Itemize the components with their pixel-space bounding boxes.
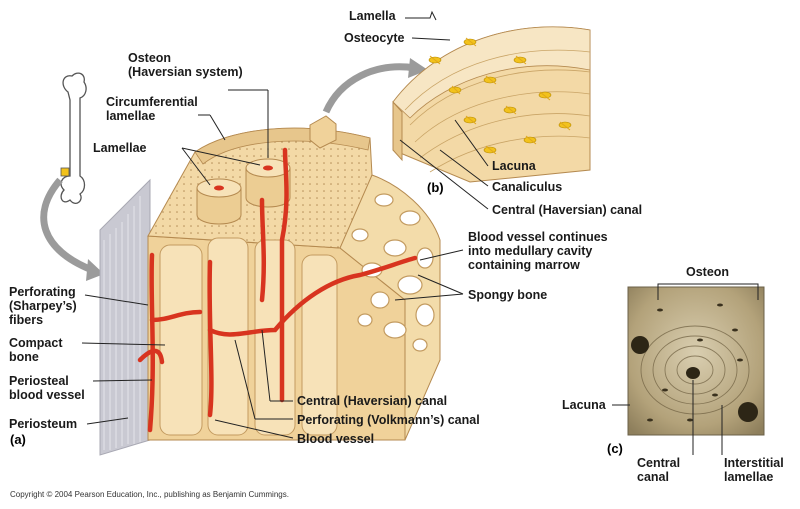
panel-label-c: (c)	[607, 441, 623, 456]
micrograph	[627, 286, 765, 436]
lamella-detail	[392, 26, 591, 183]
label-canaliculus: Canaliculus	[492, 180, 563, 194]
osteocytes	[428, 38, 572, 154]
label-blood-vessel: Blood vessel	[297, 432, 375, 446]
long-bone-icon	[60, 72, 87, 204]
label-compact-bone: Compact bone	[9, 336, 63, 364]
periosteum-layer	[99, 178, 151, 456]
osteon-c-bracket	[657, 283, 759, 300]
central-canal-vessel	[207, 259, 214, 418]
cutout-sample	[309, 115, 337, 149]
label-central-canal-c: Central canal	[637, 456, 681, 484]
label-lamella: Lamella	[349, 9, 396, 23]
label-spongy-bone: Spongy bone	[468, 288, 548, 302]
osteon-vessel-2	[259, 197, 267, 303]
spongy-bone-region	[339, 174, 441, 441]
label-central-canal-b: Central (Haversian) canal	[492, 203, 643, 217]
label-periosteal-blood-vessel: Periosteal blood vessel	[9, 374, 85, 402]
periosteal-branch	[137, 348, 165, 365]
arrow-to-block	[40, 177, 94, 274]
leader-lines	[81, 10, 759, 455]
label-interstitial-lamellae: Interstitial lamellae	[724, 456, 784, 484]
central-canal-spot	[686, 367, 700, 379]
periosteum-fibers	[103, 196, 141, 450]
label-lacuna-b: Lacuna	[492, 159, 536, 173]
label-periosteum: Periosteum	[9, 417, 78, 431]
volkmann-vessel	[207, 255, 418, 337]
periosteal-vessel	[147, 252, 155, 433]
osteon-vessel	[279, 147, 289, 403]
highlight-box	[60, 167, 70, 177]
lamella-bracket	[405, 10, 437, 21]
blood-vessels	[137, 147, 418, 433]
label-perforating-volkmanns: Perforating (Volkmann’s) canal	[297, 413, 480, 427]
label-lamellae: Lamellae	[93, 141, 147, 155]
label-osteon: Osteon (Haversian system)	[128, 51, 243, 79]
arrow-to-b-head	[408, 58, 428, 78]
panel-label-a: (a)	[10, 432, 26, 447]
arrow-to-b	[322, 63, 416, 114]
label-central-canal-a: Central (Haversian) canal	[297, 394, 448, 408]
label-osteon-c: Osteon	[686, 265, 730, 279]
label-lacuna-c: Lacuna	[562, 398, 606, 412]
panel-label-b: (b)	[427, 180, 444, 195]
canaliculi	[429, 37, 571, 155]
label-blood-vessel-continues: Blood vessel continues into medullary ca…	[468, 230, 608, 272]
label-circumferential-lamellae: Circumferential lamellae	[106, 95, 198, 123]
label-osteocyte: Osteocyte	[344, 31, 405, 45]
copyright-notice: Copyright © 2004 Pearson Education, Inc.…	[10, 490, 289, 499]
osteon-cylinders	[196, 158, 291, 225]
label-perforating-sharpeys: Perforating (Sharpey’s) fibers	[9, 285, 77, 327]
perforating-fiber-vessel	[149, 309, 203, 323]
